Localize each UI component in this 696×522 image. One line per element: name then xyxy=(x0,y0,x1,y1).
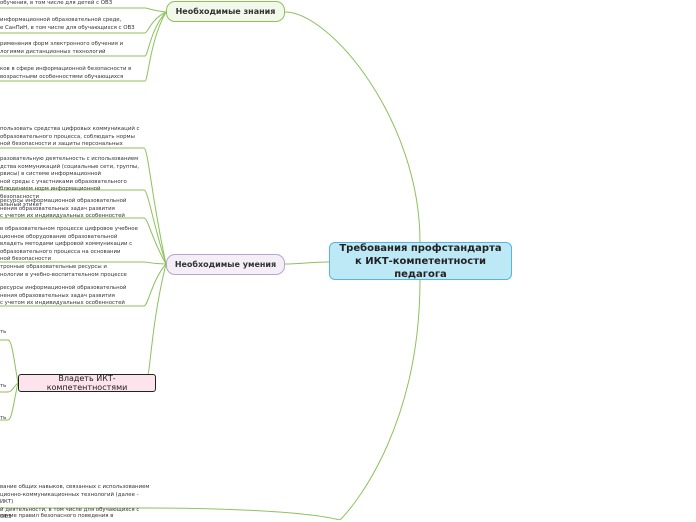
skills-item[interactable]: пользовать средства цифровых коммуникаци… xyxy=(0,126,140,148)
link-skills-own xyxy=(147,263,167,375)
general-item[interactable]: вание правил безопасного поведения в xyxy=(0,513,114,519)
knowledge-item[interactable]: обучения, в том числе для детей с ОВЗ xyxy=(0,0,113,6)
knowledge-item[interactable]: ков в сфере информационной безопасности … xyxy=(0,66,132,80)
link-own-leaf xyxy=(0,382,19,421)
link-skills-leaf xyxy=(0,217,167,265)
skills-item[interactable]: ресурсы информационной образовательной н… xyxy=(0,198,127,220)
link-skills-leaf xyxy=(0,263,167,307)
branch-own-ict[interactable]: Владеть ИКТ-компетентностями xyxy=(18,374,156,392)
link-skills-leaf xyxy=(0,147,167,265)
branch-knowledge-label: Необходимые знания xyxy=(175,7,276,16)
link-own-leaf xyxy=(0,382,19,393)
own-item[interactable]: ть xyxy=(0,383,7,389)
own-item[interactable]: ть xyxy=(0,329,7,335)
skills-item[interactable]: в образовательном процессе цифровое учеб… xyxy=(0,226,138,278)
link-root-skills xyxy=(284,261,330,265)
link-own-leaf xyxy=(0,339,19,384)
link-root-knowledge xyxy=(284,11,421,243)
link-skills-leaf xyxy=(0,261,167,265)
link-knowledge-leaf xyxy=(0,7,167,13)
root-title: Требования профстандарта к ИКТ-компетент… xyxy=(339,242,502,280)
branch-skills[interactable]: Необходимые умения xyxy=(166,254,285,275)
root-node[interactable]: Требования профстандарта к ИКТ-компетент… xyxy=(329,242,512,280)
link-skills-leaf xyxy=(0,189,167,265)
link-knowledge-leaf xyxy=(0,11,167,82)
own-item[interactable]: ть xyxy=(0,415,7,421)
knowledge-item[interactable]: информационной образовательной среде, е … xyxy=(0,17,135,31)
skills-item[interactable]: ресурсы информационной образовательной н… xyxy=(0,285,127,307)
knowledge-item[interactable]: рименения форм электронного обучения и л… xyxy=(0,41,124,55)
link-root-general xyxy=(339,279,421,520)
link-general-leaf xyxy=(0,507,341,520)
branch-skills-label: Необходимые умения xyxy=(174,260,277,269)
link-knowledge-leaf xyxy=(0,11,167,57)
general-item[interactable]: вание общих навыков, связанных с использ… xyxy=(0,484,150,521)
link-knowledge-leaf xyxy=(0,11,167,34)
branch-own-label: Владеть ИКТ-компетентностями xyxy=(46,374,128,392)
skills-item[interactable]: разовательную деятельность с использован… xyxy=(0,156,139,208)
branch-knowledge[interactable]: Необходимые знания xyxy=(166,1,285,22)
